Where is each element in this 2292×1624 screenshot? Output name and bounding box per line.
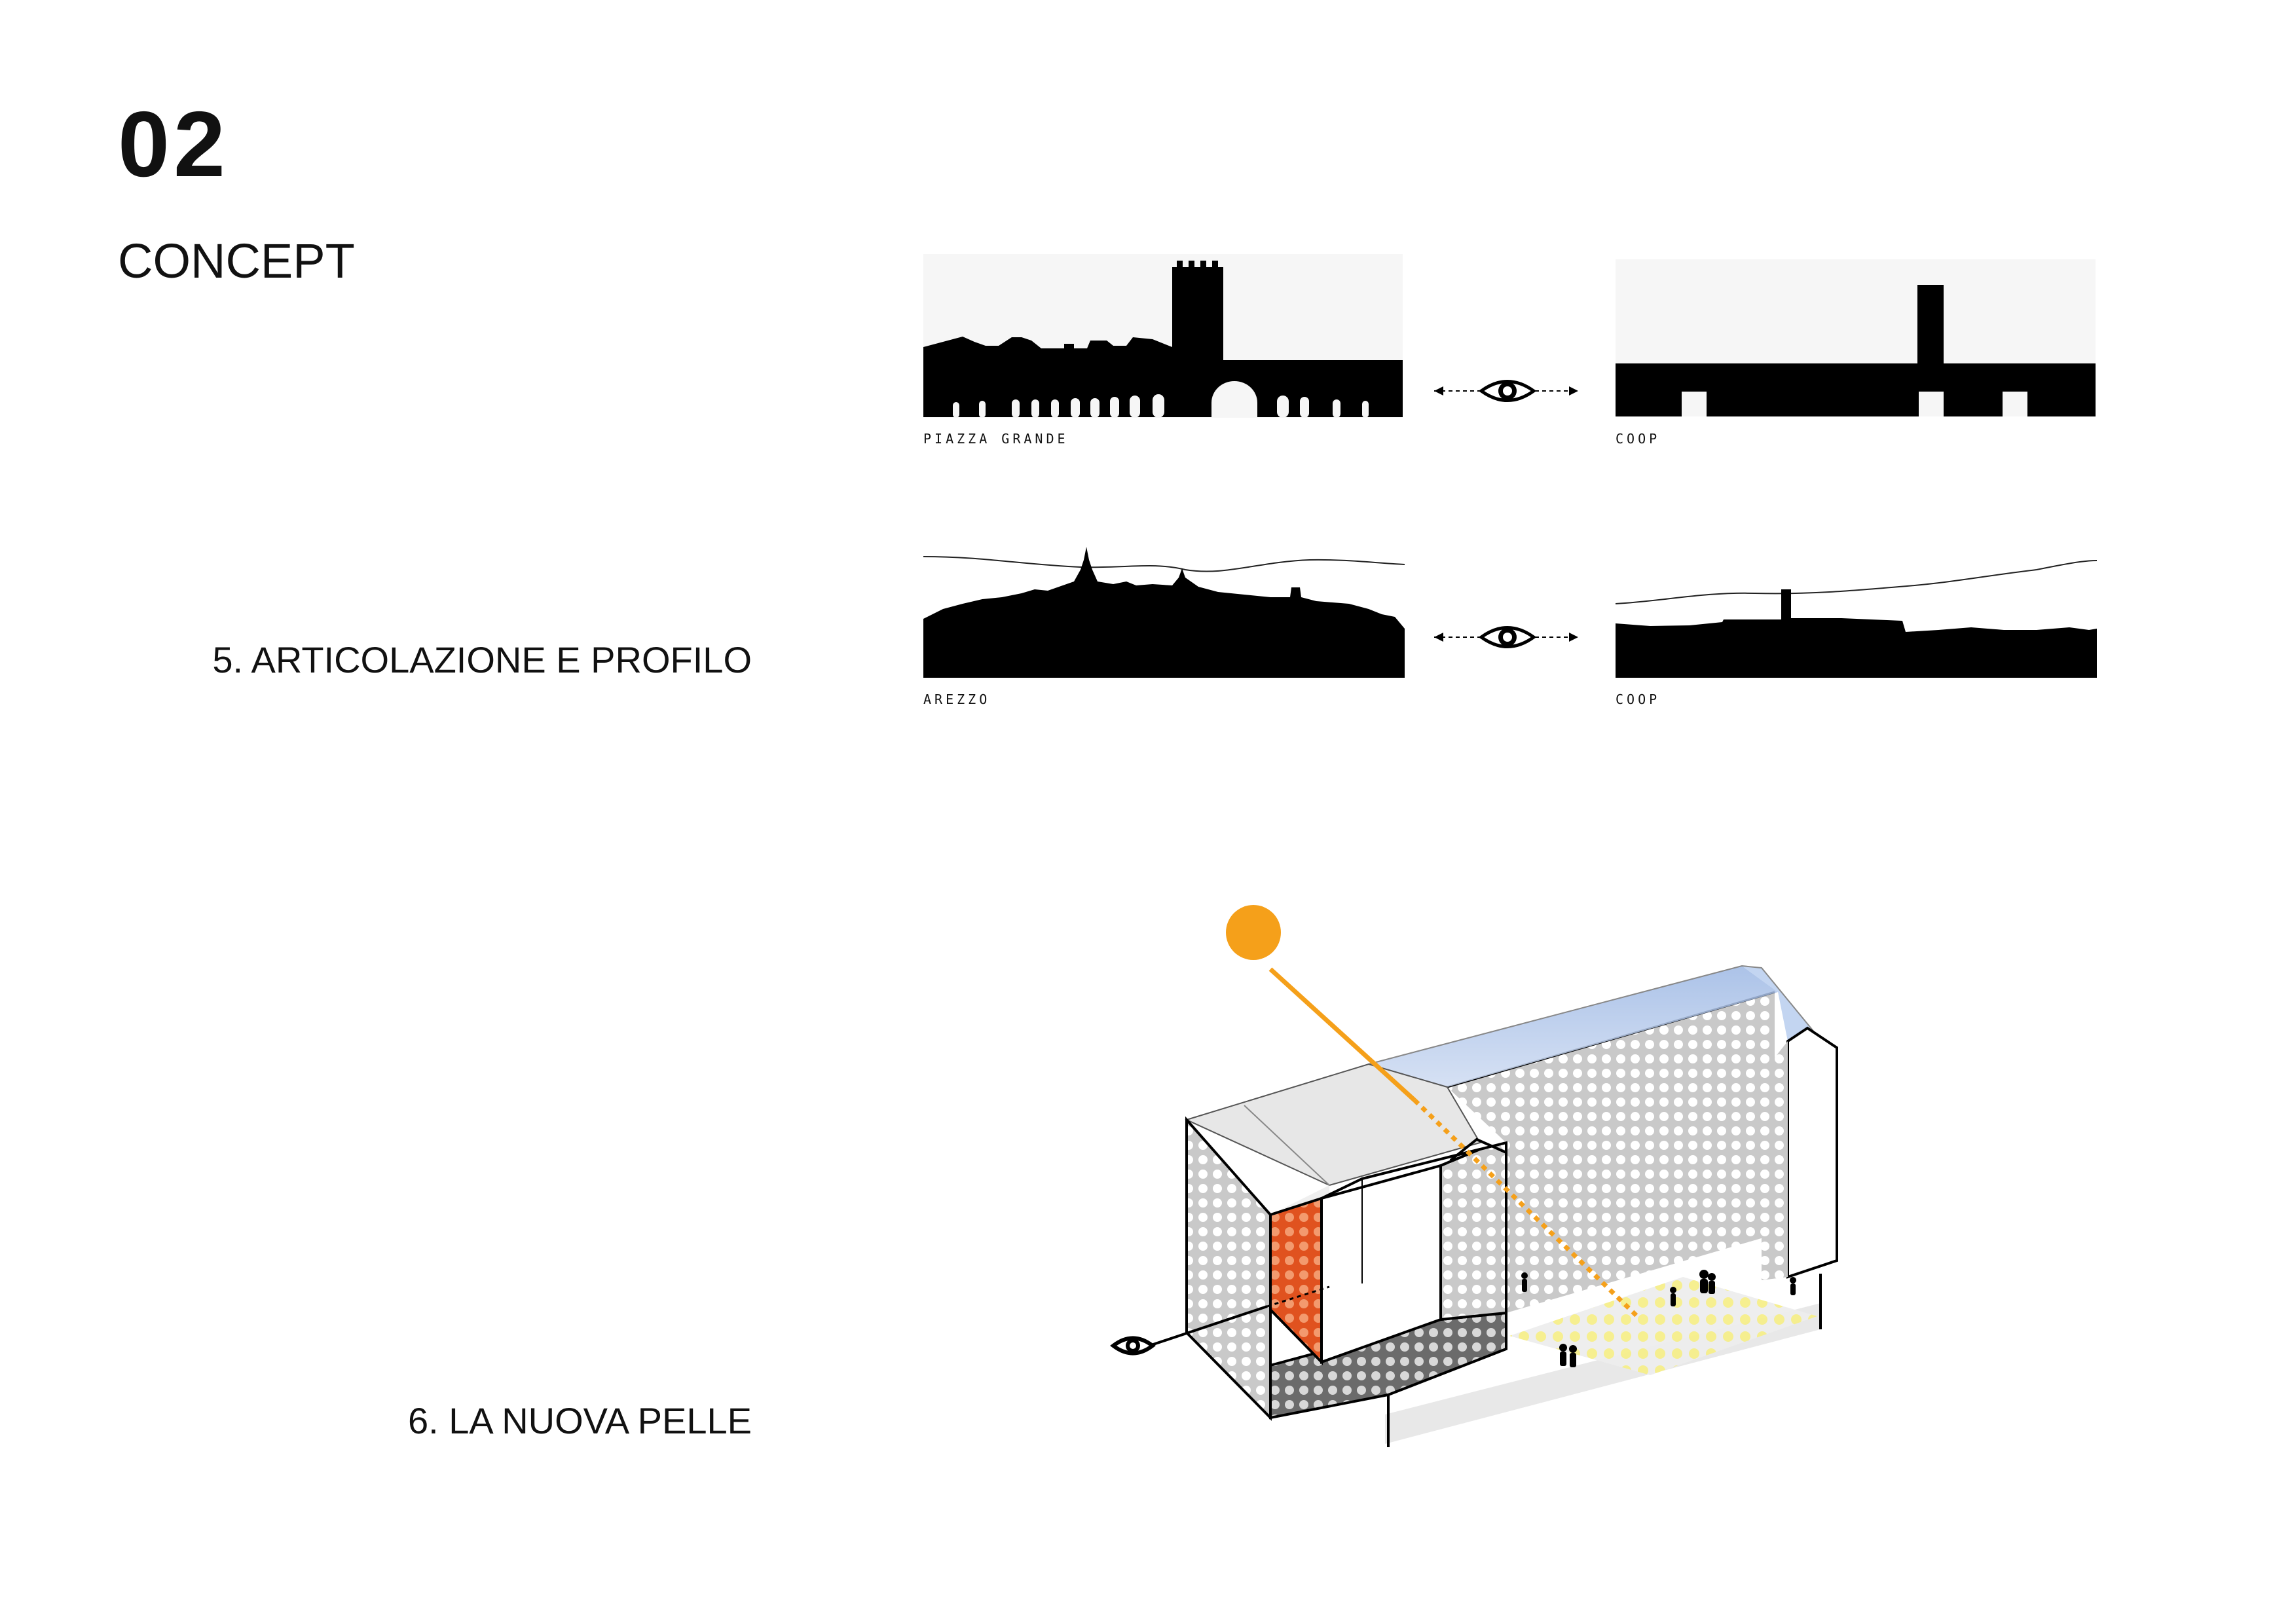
sun-icon: [1226, 905, 1281, 960]
caption-arezzo: AREZZO: [923, 692, 991, 707]
skyline-coop-bottom: [1615, 560, 2098, 678]
caption-piazza-grande: PIAZZA GRANDE: [923, 431, 1069, 447]
sheet-title: CONCEPT: [118, 234, 355, 288]
eye-connector-bottom: [1434, 626, 1578, 648]
skyline-piazza-grande: [923, 254, 1403, 418]
skyline-coop-top: [1616, 259, 2096, 416]
caption-coop-top: COOP: [1616, 431, 1661, 447]
eye-connector-top: [1434, 380, 1578, 402]
axonometric-diagram: [1110, 905, 1838, 1447]
section-title-articolazione: 5. ARTICOLAZIONE E PROFILO: [212, 639, 752, 680]
eye-icon: [1478, 626, 1537, 648]
eye-icon: [1110, 1336, 1156, 1356]
sheet-number: 02: [118, 92, 229, 196]
skyline-arezzo: [923, 547, 1405, 678]
eye-icon: [1478, 380, 1537, 402]
caption-coop-bottom: COOP: [1616, 692, 1661, 707]
person-icon: [1521, 1270, 1796, 1367]
section-title-nuova-pelle: 6. LA NUOVA PELLE: [407, 1400, 752, 1441]
